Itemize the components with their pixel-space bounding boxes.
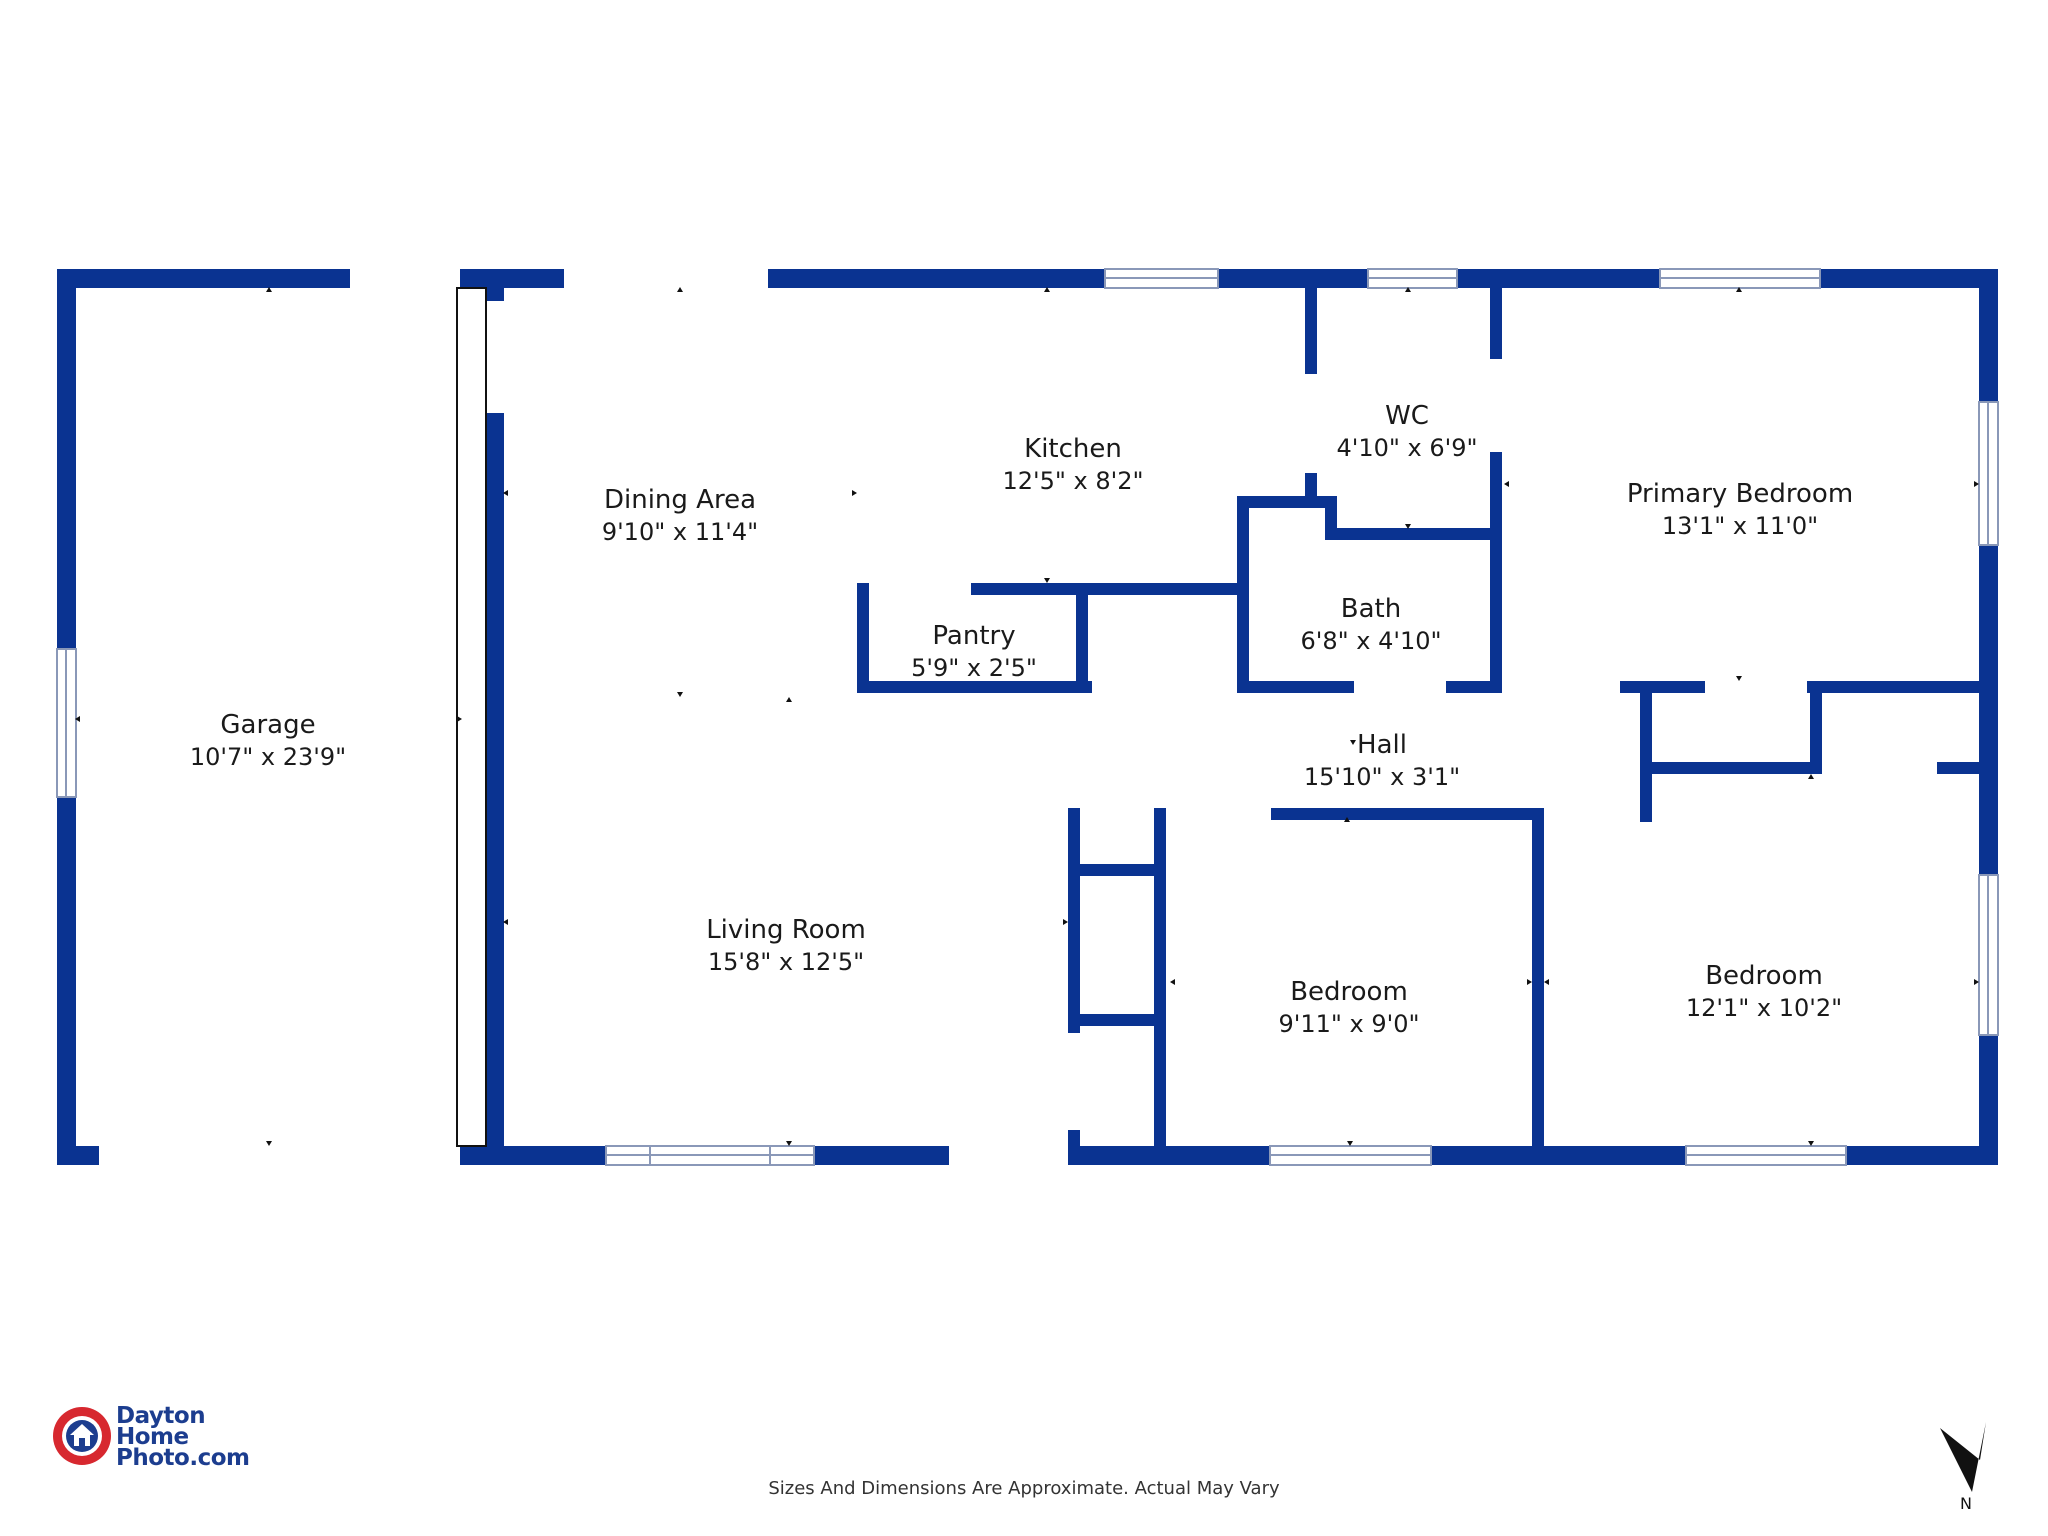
room-name-hall: Hall: [1357, 730, 1407, 760]
room-dims-bath: 6'8" x 4'10": [1300, 627, 1441, 655]
wall: [768, 269, 1105, 288]
wall: [1068, 1014, 1163, 1026]
room-dims-bedroom-1: 9'11" x 9'0": [1278, 1010, 1419, 1038]
wall: [486, 269, 504, 301]
wall: [57, 269, 350, 288]
room-name-bath: Bath: [1341, 594, 1401, 624]
wall: [486, 413, 504, 1165]
room-labels: Garage 10'7" x 23'9" Dining Area 9'10" x…: [190, 401, 1853, 1038]
wall: [1237, 496, 1337, 508]
wall: [1068, 808, 1080, 1033]
room-dims-garage: 10'7" x 23'9": [190, 743, 346, 771]
wall: [57, 269, 76, 649]
wall: [1807, 681, 1998, 693]
room-dims-living-room: 15'8" x 12'5": [708, 948, 864, 976]
room-dims-hall: 15'10" x 3'1": [1304, 763, 1460, 791]
wall: [1979, 1035, 1998, 1165]
wall: [1305, 473, 1317, 503]
wall: [1218, 269, 1368, 288]
house-camera-icon: [53, 1407, 111, 1465]
window: [605, 1145, 815, 1166]
wall: [1237, 681, 1354, 693]
wall: [1154, 808, 1166, 1165]
wall: [1431, 1146, 1686, 1165]
wall: [1490, 452, 1502, 693]
window: [1978, 874, 1999, 1036]
wall: [1325, 528, 1502, 540]
room-name-bedroom-1: Bedroom: [1290, 977, 1408, 1007]
logo-wordmark: Dayton Home Photo.com: [116, 1403, 250, 1471]
wall: [971, 583, 1249, 595]
room-name-kitchen: Kitchen: [1024, 434, 1122, 464]
window: [1367, 268, 1458, 289]
wall: [1979, 545, 1998, 875]
window: [1659, 268, 1821, 289]
wall: [1068, 1130, 1080, 1165]
windows: [56, 268, 1999, 1166]
window: [1978, 401, 1999, 546]
wall: [1271, 808, 1534, 820]
room-dims-kitchen: 12'5" x 8'2": [1002, 467, 1143, 495]
wall: [1620, 681, 1705, 693]
room-dims-dining: 9'10" x 11'4": [602, 518, 758, 546]
wall: [1457, 269, 1660, 288]
wall: [1490, 269, 1502, 359]
logo-line-3: Photo.com: [116, 1445, 250, 1471]
window: [1269, 1145, 1432, 1166]
wall: [1068, 1146, 1270, 1165]
wall: [1810, 681, 1822, 766]
wall: [1154, 808, 1166, 876]
wall: [1068, 864, 1163, 876]
window: [1104, 268, 1219, 289]
north-label: N: [1960, 1494, 1972, 1513]
garage-partition: [456, 287, 487, 1147]
room-name-wc: WC: [1385, 401, 1429, 431]
logo-line-1: Dayton: [116, 1403, 206, 1429]
room-dims-pantry: 5'9" x 2'5": [911, 654, 1037, 682]
wall: [1532, 808, 1544, 1165]
window: [1685, 1145, 1847, 1166]
room-name-garage: Garage: [220, 710, 315, 740]
room-name-pantry: Pantry: [932, 621, 1015, 651]
wall: [857, 681, 1092, 693]
wall: [1640, 681, 1652, 822]
wall: [814, 1146, 949, 1165]
wall: [1937, 762, 1998, 774]
room-dims-wc: 4'10" x 6'9": [1336, 434, 1477, 462]
wall: [857, 583, 869, 693]
window: [56, 648, 77, 798]
wall: [1846, 1146, 1998, 1165]
wall: [1305, 269, 1317, 374]
wall: [1820, 269, 1998, 288]
wall: [1979, 269, 1998, 402]
wall: [57, 797, 76, 1165]
wall: [460, 269, 564, 288]
wall: [1446, 681, 1502, 693]
walls: [57, 269, 1998, 1165]
wall: [460, 1146, 606, 1165]
room-dims-primary-bedroom: 13'1" x 11'0": [1662, 512, 1818, 540]
disclaimer-text: Sizes And Dimensions Are Approximate. Ac…: [768, 1478, 1280, 1499]
company-logo: Dayton Home Photo.com: [50, 1400, 310, 1480]
room-name-dining: Dining Area: [604, 485, 756, 515]
dimension-ticks: [75, 287, 1979, 1146]
room-name-primary-bedroom: Primary Bedroom: [1627, 479, 1853, 509]
logo-line-2: Home: [116, 1424, 189, 1450]
wall: [1076, 583, 1088, 693]
wall: [1640, 762, 1822, 774]
room-name-bedroom-2: Bedroom: [1705, 961, 1823, 991]
north-arrow-icon: [1940, 1422, 1986, 1492]
room-name-living-room: Living Room: [706, 915, 866, 945]
room-dims-bedroom-2: 12'1" x 10'2": [1686, 994, 1842, 1022]
